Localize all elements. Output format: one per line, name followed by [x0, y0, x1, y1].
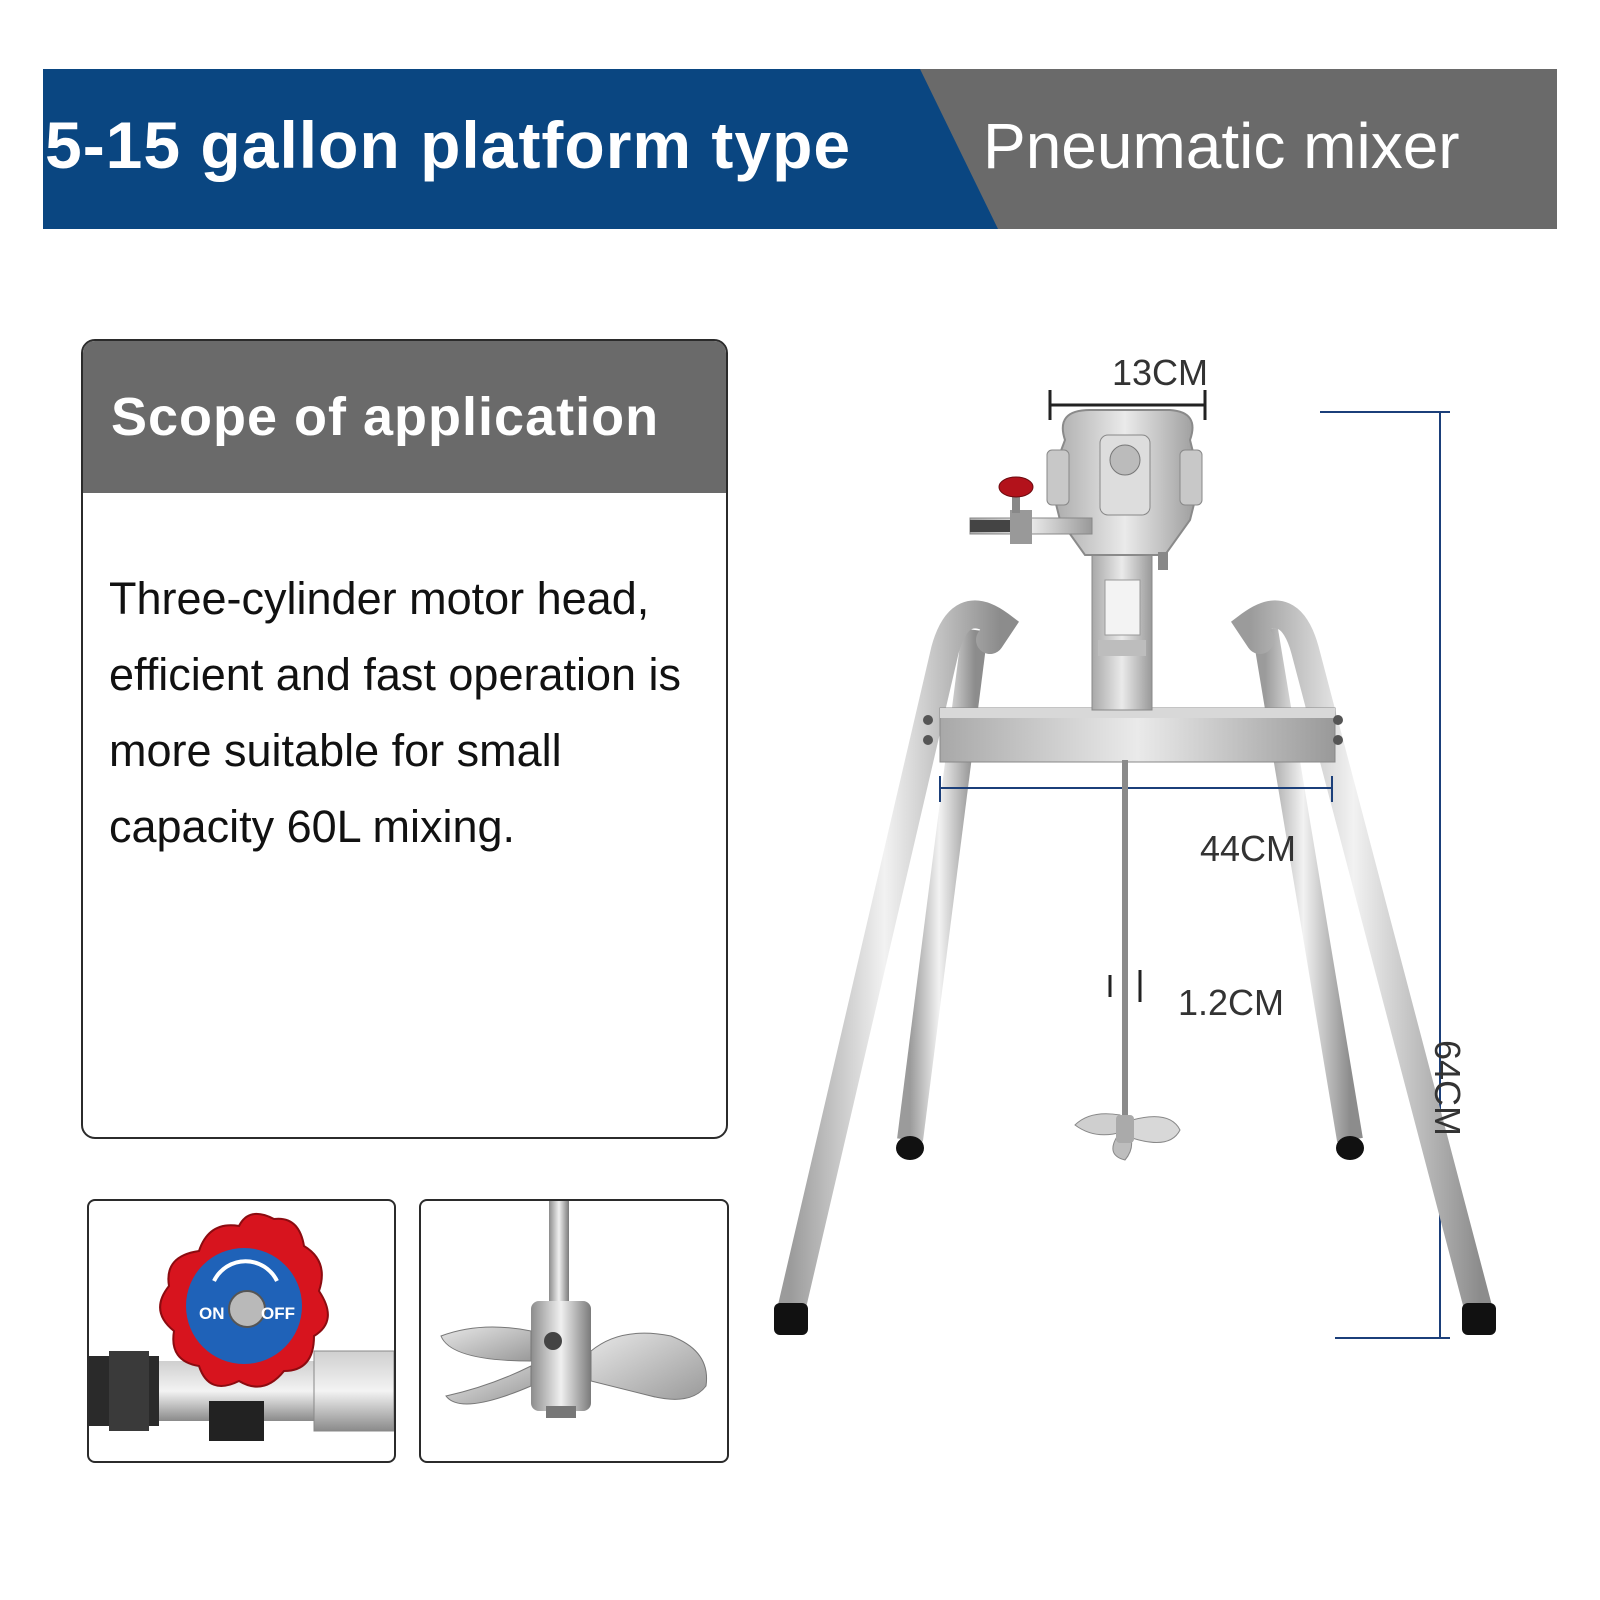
- dimension-13cm: [1048, 390, 1207, 420]
- mixer-product-image: [774, 390, 1496, 1339]
- scope-card: Scope of application Three-cylinder moto…: [81, 339, 728, 1139]
- dimension-64cm: [1320, 411, 1450, 1339]
- dimension-1-2cm-label: 1.2CM: [1178, 982, 1285, 1023]
- title-banner: 5-15 gallon platform type Pneumatic mixe…: [43, 69, 1557, 229]
- dimension-44cm: [939, 776, 1333, 802]
- dimension-13cm-label: 13CM: [1112, 352, 1209, 393]
- scope-heading: Scope of application: [83, 341, 726, 493]
- scope-description: Three-cylinder motor head, efficient and…: [109, 573, 682, 852]
- dimension-1-2cm: [1108, 970, 1142, 1002]
- valve-image: ON OFF: [89, 1212, 394, 1441]
- valve-thumbnail: ON OFF: [87, 1199, 396, 1463]
- banner-title-secondary: Pneumatic mixer: [983, 110, 1460, 182]
- propeller-thumbnail: [419, 1199, 729, 1463]
- valve-off-label: OFF: [261, 1304, 295, 1323]
- propeller-image: [440, 1201, 708, 1418]
- banner-title-primary: 5-15 gallon platform type: [45, 108, 852, 182]
- banner-blue-section: [43, 69, 998, 229]
- valve-on-label: ON: [199, 1304, 225, 1323]
- dimension-44cm-label: 44CM: [1200, 828, 1297, 869]
- dimension-64cm-label: 64CM: [1427, 1040, 1468, 1137]
